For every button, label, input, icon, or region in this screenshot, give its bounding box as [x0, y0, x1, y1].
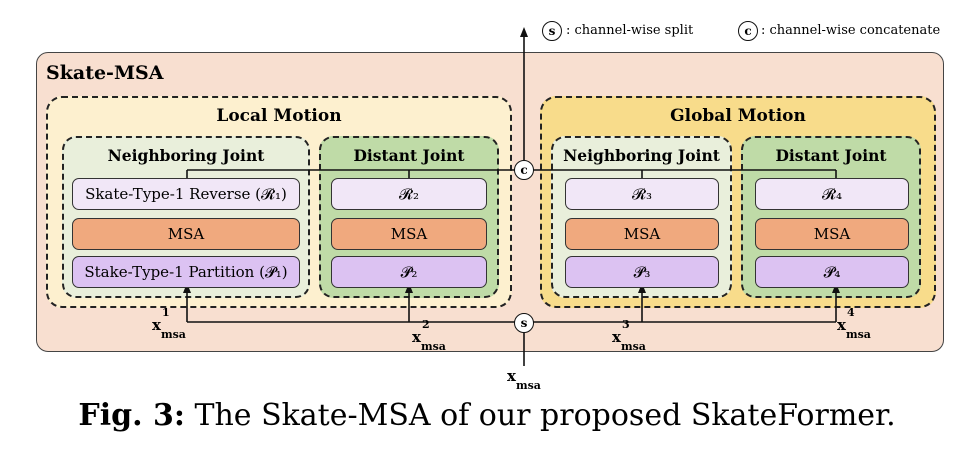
concat-node-icon: c: [514, 160, 534, 180]
msa-block-3: MSA: [565, 218, 719, 250]
global-motion-title: Global Motion: [670, 106, 806, 126]
partition-block-p3: 𝓟₃: [565, 256, 719, 288]
reverse-block-r2: 𝓡₂: [331, 178, 487, 210]
concat-legend-icon: c: [738, 21, 758, 41]
concat-legend-text: : channel-wise concatenate: [761, 23, 941, 38]
reverse-block-r3: 𝓡₃: [565, 178, 719, 210]
caption-label: Fig. 3:: [78, 398, 185, 433]
global-distant-title: Distant Joint: [775, 146, 887, 165]
local-neighboring-title: Neighboring Joint: [107, 146, 265, 165]
local-motion-title: Local Motion: [216, 106, 342, 126]
msa-block-1: MSA: [72, 218, 300, 250]
caption-text: The Skate-MSA of our proposed SkateForme…: [184, 398, 896, 433]
input-label-x: xmsa: [507, 367, 541, 392]
local-distant-title: Distant Joint: [353, 146, 465, 165]
partition-block-p1: Stake-Type-1 Partition (𝓟₁): [72, 256, 300, 288]
reverse-block-r1: Skate-Type-1 Reverse (𝓡₁): [72, 178, 300, 210]
skate-msa-title: Skate-MSA: [46, 62, 164, 84]
split-legend-text: : channel-wise split: [566, 23, 694, 38]
split-node-icon: s: [514, 313, 534, 333]
reverse-block-r4: 𝓡₄: [755, 178, 909, 210]
partition-block-p4: 𝓟₄: [755, 256, 909, 288]
global-neighboring-title: Neighboring Joint: [563, 146, 720, 165]
msa-block-4: MSA: [755, 218, 909, 250]
split-legend-icon: s: [542, 21, 562, 41]
partition-block-p2: 𝓟₂: [331, 256, 487, 288]
figure-caption: Fig. 3: The Skate-MSA of our proposed Sk…: [0, 398, 974, 433]
msa-block-2: MSA: [331, 218, 487, 250]
